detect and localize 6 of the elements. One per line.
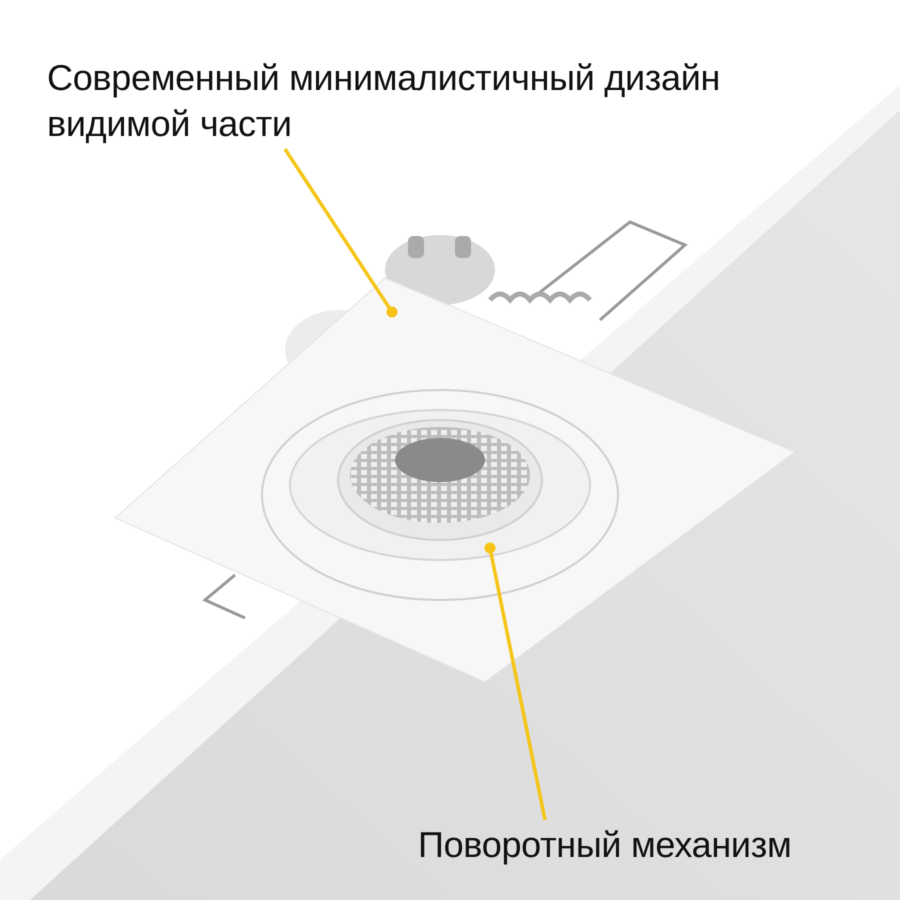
rotating-ring	[289, 409, 591, 561]
callout-label: Современный минималистичный дизайн видимой части	[47, 55, 847, 147]
square-trim-plate	[114, 277, 796, 683]
callout-label: Поворотный механизм	[418, 822, 888, 868]
leader-line	[284, 148, 398, 318]
leader-line	[484, 542, 547, 820]
